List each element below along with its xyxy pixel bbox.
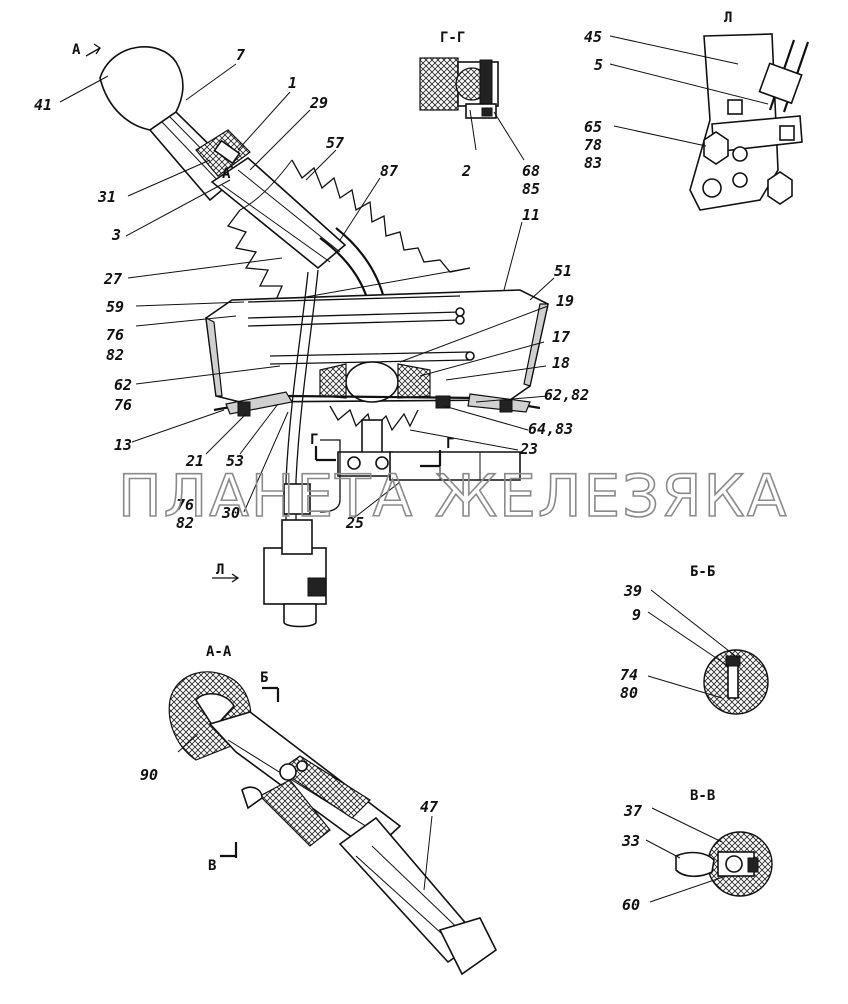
marker-l-arrow: Л bbox=[216, 562, 224, 578]
callout-17: 17 bbox=[552, 328, 570, 346]
callout-3: 3 bbox=[111, 226, 121, 244]
callout-68: 68 bbox=[522, 162, 540, 180]
rubber-boot bbox=[226, 159, 471, 301]
callout-51: 51 bbox=[554, 262, 572, 280]
callout-41: 41 bbox=[34, 96, 52, 114]
view-l bbox=[689, 33, 810, 211]
section-g-g bbox=[419, 57, 499, 119]
callout-76b: 76 bbox=[114, 396, 132, 414]
section-title-vv: В-В bbox=[690, 788, 715, 804]
callout-82a: 82 bbox=[106, 346, 124, 364]
callout-30: 30 bbox=[221, 504, 240, 522]
callout-27: 27 bbox=[103, 270, 122, 288]
callout-19: 19 bbox=[556, 292, 574, 310]
callout-62-82: 62,82 bbox=[544, 386, 589, 404]
callout-2: 2 bbox=[461, 162, 471, 180]
callout-13: 13 bbox=[114, 436, 132, 454]
callout-11: 11 bbox=[522, 206, 540, 224]
section-title-gg: Г-Г bbox=[440, 30, 465, 46]
callout-60: 60 bbox=[622, 896, 640, 914]
callout-90: 90 bbox=[140, 766, 158, 784]
callout-47: 47 bbox=[420, 798, 438, 816]
knob bbox=[99, 46, 184, 131]
callout-7: 7 bbox=[236, 46, 245, 64]
view-title-l: Л bbox=[724, 10, 732, 26]
lower-fitting bbox=[263, 483, 327, 628]
section-a-a bbox=[168, 671, 498, 976]
callout-83: 83 bbox=[584, 154, 602, 172]
callout-29: 29 bbox=[309, 94, 328, 112]
control-cable bbox=[295, 269, 319, 540]
callout-5: 5 bbox=[594, 56, 603, 74]
callout-1: 1 bbox=[288, 74, 297, 92]
callout-37: 37 bbox=[623, 802, 642, 820]
marker-v-bottom: В bbox=[208, 858, 216, 874]
callout-85: 85 bbox=[522, 180, 540, 198]
marker-g-right: Г bbox=[446, 436, 454, 452]
callout-45: 45 bbox=[584, 28, 602, 46]
section-b-b bbox=[703, 649, 769, 715]
marker-b-top: Б bbox=[260, 670, 268, 686]
labels: Г-Г Л А-А Б-Б В-В А А Г Г Л Б В 41 7 1 2… bbox=[34, 10, 732, 914]
callout-21: 21 bbox=[185, 452, 204, 470]
callout-9: 9 bbox=[632, 606, 641, 624]
callout-80: 80 bbox=[620, 684, 638, 702]
springs bbox=[247, 295, 475, 365]
callout-64-83: 64,83 bbox=[528, 420, 573, 438]
callout-39: 39 bbox=[623, 582, 642, 600]
callout-87: 87 bbox=[380, 162, 398, 180]
marker-a-mid: А bbox=[222, 166, 231, 182]
callout-25: 25 bbox=[345, 514, 364, 532]
callout-62a: 62 bbox=[114, 376, 132, 394]
main-assembly bbox=[99, 46, 549, 628]
callout-82c: 82 bbox=[176, 514, 194, 532]
callout-74: 74 bbox=[620, 666, 638, 684]
leader-lines bbox=[59, 35, 769, 903]
callout-65: 65 bbox=[584, 118, 602, 136]
lever-tube bbox=[210, 156, 347, 270]
marker-a-top: А bbox=[72, 42, 81, 58]
section-title-bb: Б-Б bbox=[690, 564, 715, 580]
callout-78: 78 bbox=[584, 136, 602, 154]
callout-59: 59 bbox=[106, 298, 124, 316]
callout-31: 31 bbox=[97, 188, 116, 206]
callout-76a: 76 bbox=[106, 326, 124, 344]
watermark: ПЛАНЕТА ЖЕЛЕЗЯКА bbox=[118, 462, 788, 530]
callout-23: 23 bbox=[519, 440, 538, 458]
section-markers bbox=[85, 43, 442, 858]
callout-18: 18 bbox=[552, 354, 570, 372]
callout-33: 33 bbox=[621, 832, 640, 850]
marker-g-left: Г bbox=[310, 432, 318, 448]
callout-57: 57 bbox=[326, 134, 344, 152]
section-v-v bbox=[675, 831, 773, 897]
callout-76c: 76 bbox=[176, 496, 194, 514]
callout-53: 53 bbox=[226, 452, 244, 470]
section-title-aa: А-А bbox=[206, 644, 232, 660]
